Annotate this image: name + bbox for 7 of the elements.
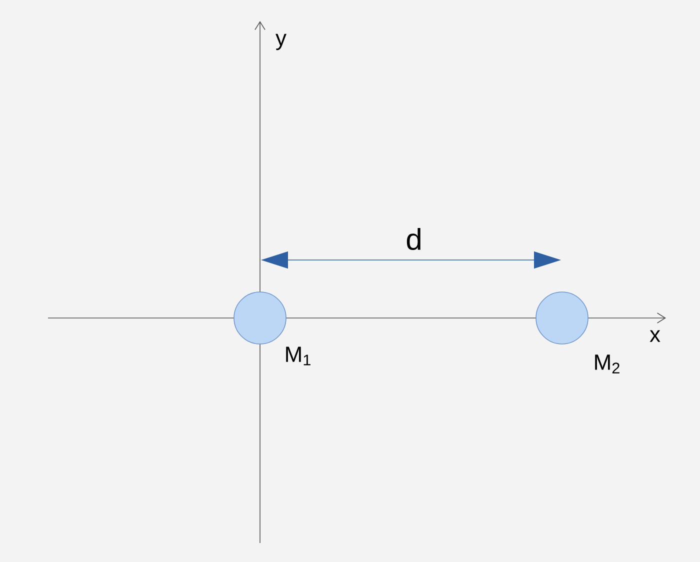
axis-label: y: [276, 34, 286, 50]
dimension-label: d: [406, 228, 420, 250]
mass-label: M$_{2}$: [595, 354, 620, 374]
mass-circle: [536, 292, 588, 344]
axis-label: x: [650, 330, 660, 342]
mass-circle: [234, 292, 286, 344]
mass-label: M$_{1}$: [286, 346, 310, 366]
